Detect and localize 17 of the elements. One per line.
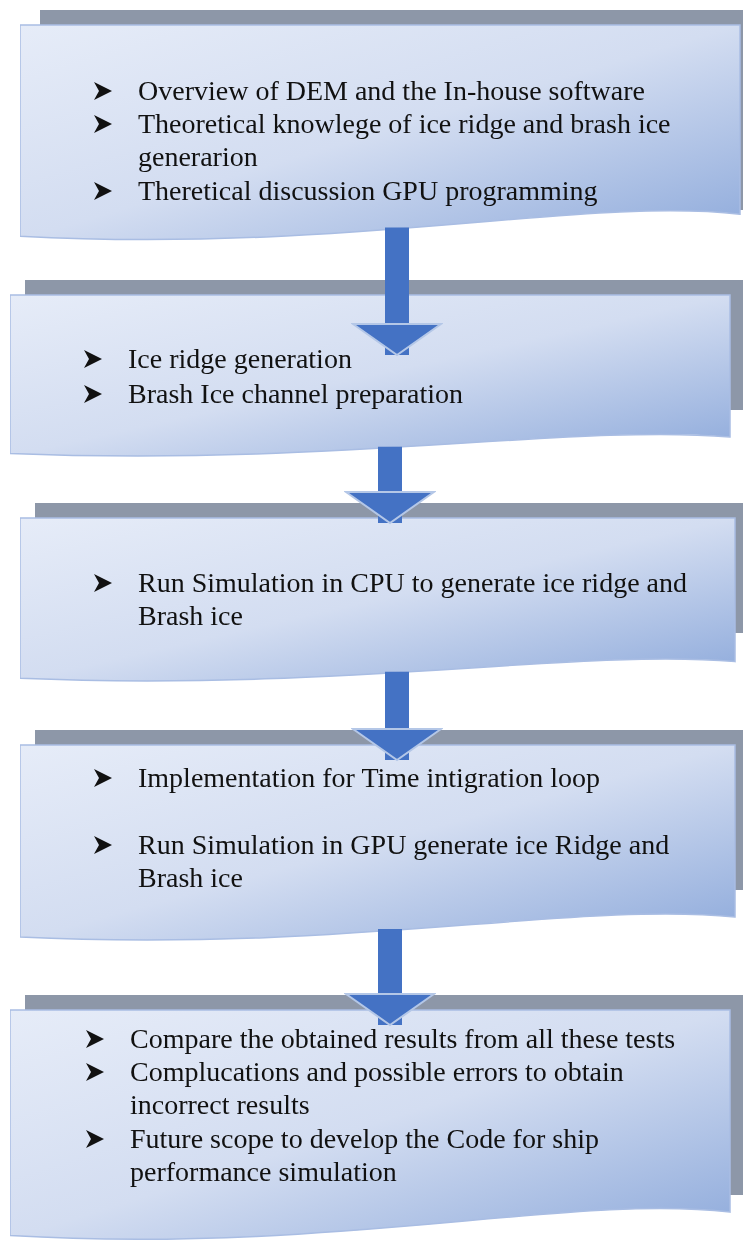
document-shape <box>20 503 743 685</box>
bullet-text: Theretical discussion GPU programming <box>138 174 599 207</box>
bullet-text: Run Simulation in CPU to generate ice ridge and Brash ice <box>138 566 688 632</box>
bullet-text: Complucations and possible errors to obtain incorrect results <box>130 1055 625 1121</box>
block-arrow <box>345 446 435 524</box>
bullet-text: Brash Ice channel preparation <box>128 377 465 410</box>
bullet-text: Run Simulation in GPU generate ice Ridge and Brash ice <box>138 828 671 894</box>
document-shape <box>10 280 743 460</box>
bullet-text: Future scope to develop the Code for ship performance simulation <box>130 1122 600 1188</box>
bullet-text: Theoretical knowlege of ice ridge and brash ice generarion <box>138 107 672 173</box>
bullet-text: Compare the obtained results from all these tests <box>130 1022 677 1055</box>
block-arrow <box>352 671 442 761</box>
block-arrow <box>345 929 435 1026</box>
bullet-text: Implementation for Time intigration loop <box>138 761 601 794</box>
block-arrow <box>352 227 442 356</box>
bullet-text: Ice ridge generation <box>128 342 353 375</box>
bullet-text: Overview of DEM and the In-house software <box>138 74 646 107</box>
